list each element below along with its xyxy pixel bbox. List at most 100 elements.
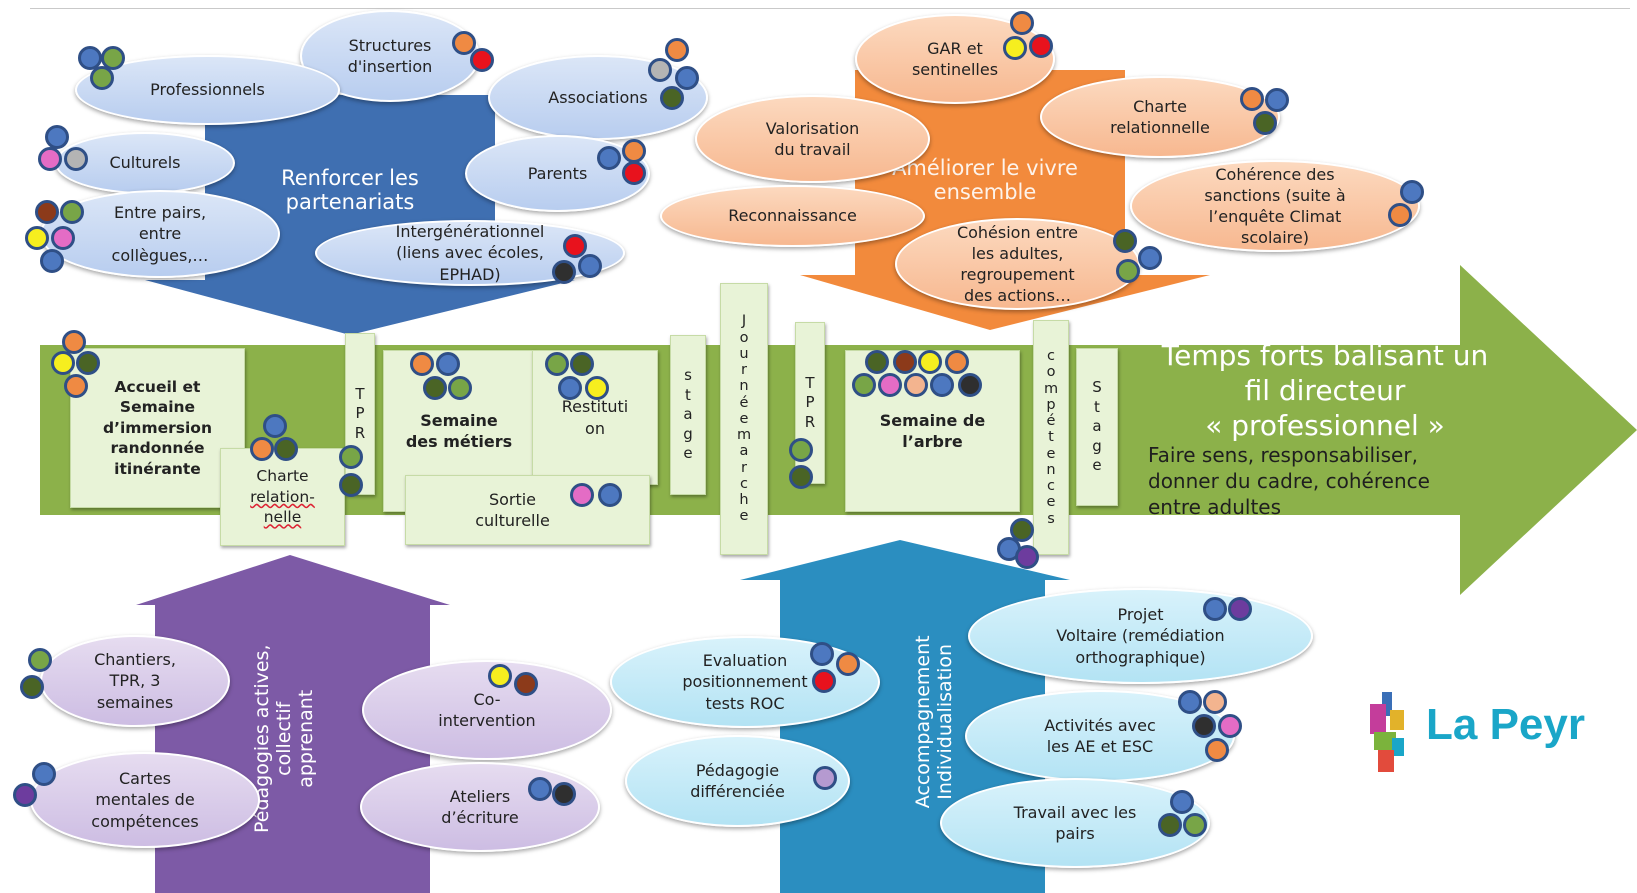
marker-dot-icon xyxy=(514,672,538,696)
marker-dot-icon xyxy=(878,373,902,397)
box-journee-letter3: u xyxy=(739,345,749,362)
box-tpr2-letter1: T xyxy=(805,373,815,392)
oval-valorisation: Valorisation du travail xyxy=(695,95,930,183)
marker-dot-icon xyxy=(789,438,813,462)
box-stage1-letter3: a xyxy=(683,405,693,424)
oval-structures-line2: d'insertion xyxy=(347,57,433,76)
oval-cointervention: Co- intervention xyxy=(362,660,612,760)
oval-evaluation: Evaluation positionnement tests ROC xyxy=(610,636,880,728)
box-journee-letter1: J xyxy=(741,313,747,330)
marker-dot-icon xyxy=(665,38,689,62)
marker-dot-icon xyxy=(852,373,876,397)
box-stage1-letter2: t xyxy=(685,385,691,404)
marker-dot-icon xyxy=(28,648,52,672)
oval-activites-line1: Activités avec xyxy=(1044,715,1156,735)
box-accueil-line4: randonnée xyxy=(110,439,205,458)
marker-dot-icon xyxy=(32,762,56,786)
marker-dot-icon xyxy=(528,777,552,801)
oval-travail-line1: Travail avec les xyxy=(1013,802,1137,822)
box-comp-letter2: o xyxy=(1046,364,1056,381)
oval-cohesion-line3: regroupement xyxy=(960,265,1075,284)
marker-dot-icon xyxy=(470,48,494,72)
box-stage2-letter3: a xyxy=(1092,417,1102,436)
box-stage2-letter4: g xyxy=(1092,436,1102,455)
box-accueil-line2: Semaine xyxy=(119,398,196,417)
box-metiers-line1: Semaine xyxy=(420,410,498,430)
box-journee-letter2: o xyxy=(739,329,749,346)
marker-dot-icon xyxy=(1010,11,1034,35)
marker-dot-icon xyxy=(263,414,287,438)
box-tpr-1: T P R xyxy=(345,333,375,495)
marker-dot-icon xyxy=(813,766,837,790)
box-restitution-line1: Restituti xyxy=(561,397,629,417)
oval-charte-relationnelle: Charte relationnelle xyxy=(1040,76,1280,158)
oval-pedagogie-line1: Pédagogie xyxy=(695,760,780,780)
marker-dot-icon xyxy=(90,66,114,90)
oval-cartes-line2: mentales de xyxy=(95,790,195,810)
oval-gar-line2: sentinelles xyxy=(911,60,999,79)
vivre-ensemble-arrow-title: Améliorer le vivre ensemble xyxy=(880,156,1090,204)
marker-dot-icon xyxy=(810,642,834,666)
marker-dot-icon xyxy=(51,226,75,250)
box-comp-letter1: c xyxy=(1047,348,1055,365)
marker-dot-icon xyxy=(60,200,84,224)
oval-coherence-line1: Cohérence des xyxy=(1215,164,1335,184)
marker-dot-icon xyxy=(1178,690,1202,714)
box-accueil-line3: d’immersion xyxy=(103,418,212,437)
marker-dot-icon xyxy=(563,234,587,258)
marker-dot-icon xyxy=(622,139,646,163)
marker-dot-icon xyxy=(622,161,646,185)
box-journee-letter5: n xyxy=(739,378,749,395)
oval-reconnaissance-label: Reconnaissance xyxy=(728,206,857,226)
pedagogies-title-line1: Pédagogies actives, collectif xyxy=(251,644,296,834)
box-sortie-line1: Sortie xyxy=(488,489,537,509)
box-journee-letter6: é xyxy=(739,394,749,411)
oval-associations-label: Associations xyxy=(548,87,648,107)
oval-projet-voltaire: Projet Voltaire (remédiation orthographi… xyxy=(968,588,1313,684)
box-stage1-letter1: s xyxy=(684,366,692,385)
oval-pedagogie-line2: différenciée xyxy=(690,782,785,801)
marker-dot-icon xyxy=(660,86,684,110)
marker-dot-icon xyxy=(76,351,100,375)
oval-evaluation-line1: Evaluation xyxy=(702,651,788,671)
timeline-subtitle-line3: entre adultes xyxy=(1148,495,1282,519)
box-comp-letter5: é xyxy=(1046,413,1056,430)
marker-dot-icon xyxy=(893,350,917,374)
marker-dot-icon xyxy=(1158,813,1182,837)
marker-dot-icon xyxy=(558,376,582,400)
marker-dot-icon xyxy=(423,376,447,400)
marker-dot-icon xyxy=(101,46,125,70)
box-comp-letter10: e xyxy=(1046,494,1056,511)
marker-dot-icon xyxy=(25,226,49,250)
box-stage1-letter5: e xyxy=(683,444,693,463)
box-journee-letter8: m xyxy=(736,427,752,444)
box-arbre-line2: l’arbre xyxy=(902,432,963,451)
marker-dot-icon xyxy=(1265,88,1289,112)
marker-dot-icon xyxy=(1388,203,1412,227)
marker-dot-icon xyxy=(339,445,363,469)
box-comp-letter11: s xyxy=(1047,510,1055,527)
box-journee-letter12: h xyxy=(739,492,749,509)
oval-charte-line2: relationnelle xyxy=(1110,118,1210,137)
marker-dot-icon xyxy=(448,376,472,400)
partenariats-arrow-title: Renforcer les partenariats xyxy=(245,166,455,214)
marker-dot-icon xyxy=(945,350,969,374)
oval-reconnaissance: Reconnaissance xyxy=(660,185,925,247)
box-stage-2: S t a g e xyxy=(1076,348,1118,506)
timeline-title: Temps forts balisant un fil directeur « … xyxy=(1130,338,1520,443)
box-journee-letter11: c xyxy=(740,475,748,492)
marker-dot-icon xyxy=(436,352,460,376)
box-charte-line3: nelle xyxy=(263,508,302,527)
marker-dot-icon xyxy=(274,437,298,461)
box-tpr1-letter1: T xyxy=(355,384,365,403)
marker-dot-icon xyxy=(958,373,982,397)
box-stage2-letter1: S xyxy=(1092,378,1102,397)
oval-cohesion: Cohésion entre les adultes, regroupement… xyxy=(895,218,1140,310)
box-accueil-line1: Accueil et xyxy=(114,377,201,396)
oval-ateliers-line1: Ateliers xyxy=(449,786,511,806)
oval-chantiers-line3: semaines xyxy=(96,692,174,712)
box-journee-letter4: r xyxy=(741,362,747,379)
marker-dot-icon xyxy=(64,374,88,398)
oval-structures-line1: Structures xyxy=(348,35,432,55)
marker-dot-icon xyxy=(648,58,672,82)
